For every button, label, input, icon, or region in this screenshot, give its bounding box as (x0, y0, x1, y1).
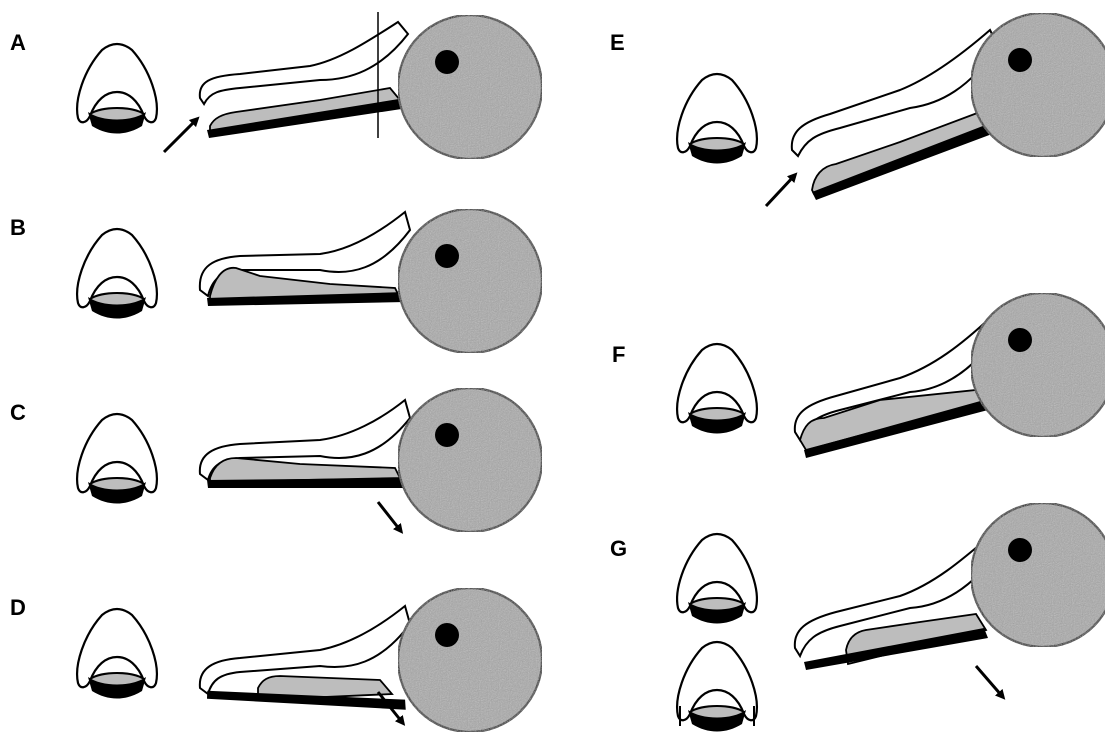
bar-e (812, 124, 992, 200)
cross-section-b (77, 229, 157, 319)
cross-section-e (677, 74, 757, 164)
cross-section-f (677, 344, 757, 434)
panel-b: B (10, 209, 542, 353)
globe-e (971, 13, 1105, 157)
arrow-g (976, 666, 1002, 696)
panel-d: D (10, 588, 542, 732)
panel-c-label: C (10, 400, 26, 425)
panel-b-label: B (10, 215, 26, 240)
panel-e-label: E (610, 30, 625, 55)
panel-e: E (610, 13, 1105, 206)
arrow-c (378, 502, 400, 530)
cross-section-a (77, 44, 157, 134)
globe-b (398, 209, 542, 353)
globe-g (971, 503, 1105, 647)
globe-f (971, 293, 1105, 437)
arrow-e (766, 176, 794, 206)
panel-a-label: A (10, 30, 26, 55)
panel-d-label: D (10, 595, 26, 620)
panel-f: F (612, 293, 1105, 458)
panel-c: C (10, 388, 542, 532)
panel-g: G (610, 503, 1105, 732)
cross-section-d (77, 609, 157, 699)
arrow-a (164, 120, 196, 152)
panel-g-label: G (610, 536, 627, 561)
cross-section-g-lower (677, 642, 757, 732)
panel-a: A (10, 12, 542, 159)
globe-c (398, 388, 542, 532)
cross-section-c (77, 414, 157, 504)
cross-section-g-upper (677, 534, 757, 624)
panel-f-label: F (612, 342, 625, 367)
globe-d (398, 588, 542, 732)
globe-a (398, 15, 542, 159)
